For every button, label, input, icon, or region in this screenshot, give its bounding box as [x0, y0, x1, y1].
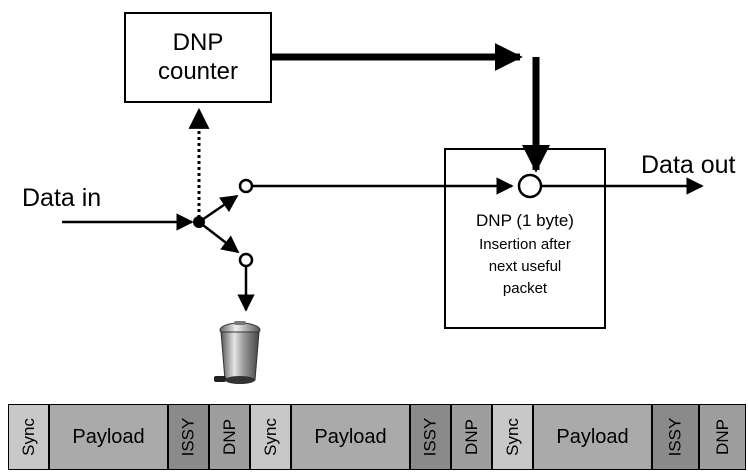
- cell-label: Sync: [18, 418, 38, 456]
- cell-label: Payload: [556, 425, 629, 448]
- packet-cell-issy: ISSY: [652, 404, 699, 470]
- data-in-label: Data in: [22, 184, 102, 212]
- packet-cell-payload: Payload: [49, 404, 168, 470]
- packet-cell-dnp: DNP: [451, 404, 492, 470]
- switch-node: [193, 216, 205, 228]
- packet-cell-sync: Sync: [8, 404, 49, 470]
- insertion-line2: Insertion after: [479, 236, 571, 253]
- dnp-counter-box: DNP counter: [124, 12, 272, 103]
- data-out-label: Data out: [641, 151, 736, 179]
- packet-cell-payload: Payload: [533, 404, 652, 470]
- packet-cell-payload: Payload: [291, 404, 410, 470]
- switch-contact-lower: [238, 252, 254, 268]
- insertion-line3: next useful: [488, 258, 562, 275]
- packet-cell-issy: ISSY: [410, 404, 451, 470]
- cell-label: DNP: [712, 419, 732, 455]
- cell-label: DNP: [219, 419, 239, 455]
- packet-cell-issy: ISSY: [168, 404, 209, 470]
- cell-label: DNP: [461, 419, 481, 455]
- cell-label: Sync: [502, 418, 522, 456]
- packet-cell-sync: Sync: [492, 404, 533, 470]
- cell-label: ISSY: [178, 417, 198, 457]
- counter-label-line1: DNP: [172, 29, 224, 56]
- packet-cell-dnp: DNP: [209, 404, 250, 470]
- trash-bin-icon: [214, 321, 261, 384]
- cell-label: ISSY: [420, 417, 440, 457]
- packet-cell-dnp: DNP: [699, 404, 746, 470]
- dnp-insertion-box: DNP (1 byte) Insertion after next useful…: [444, 148, 606, 329]
- packet-cell-sync: Sync: [250, 404, 291, 470]
- switch-branch-up: [198, 194, 239, 224]
- packet-stream: Sync Payload ISSY DNP Sync Payload ISSY …: [8, 404, 746, 470]
- switch-contact-upper: [238, 178, 254, 194]
- cell-label: Payload: [72, 425, 145, 448]
- switch-branch-down: [198, 221, 240, 254]
- cell-label: Sync: [260, 418, 280, 456]
- counter-label-line2: counter: [157, 58, 239, 85]
- cell-label: ISSY: [665, 417, 685, 457]
- cell-label: Payload: [314, 425, 387, 448]
- insertion-line1: DNP (1 byte): [476, 211, 574, 230]
- insertion-line4: packet: [502, 280, 548, 297]
